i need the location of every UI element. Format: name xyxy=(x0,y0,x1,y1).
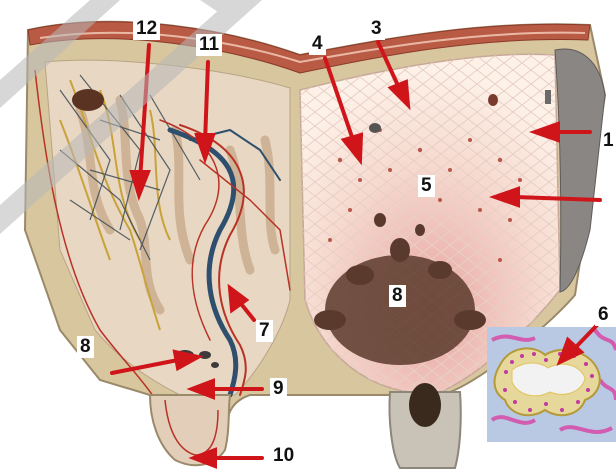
left-stem xyxy=(150,395,230,465)
label-8-left: 8 xyxy=(77,336,94,358)
label-3: 3 xyxy=(368,18,385,40)
label-7: 7 xyxy=(256,320,273,342)
label-1: 1 xyxy=(603,130,614,152)
label-6: 6 xyxy=(595,304,612,326)
histology-inset xyxy=(487,327,616,442)
capsule-right xyxy=(555,49,605,292)
label-10: 10 xyxy=(270,445,297,467)
label-8-right: 8 xyxy=(389,285,406,307)
label-4: 4 xyxy=(309,33,326,55)
label-9: 9 xyxy=(270,378,287,400)
label-12: 12 xyxy=(133,18,160,40)
dark-vessel-blob xyxy=(72,89,104,111)
label-11: 11 xyxy=(196,34,222,56)
label-5: 5 xyxy=(418,175,435,197)
